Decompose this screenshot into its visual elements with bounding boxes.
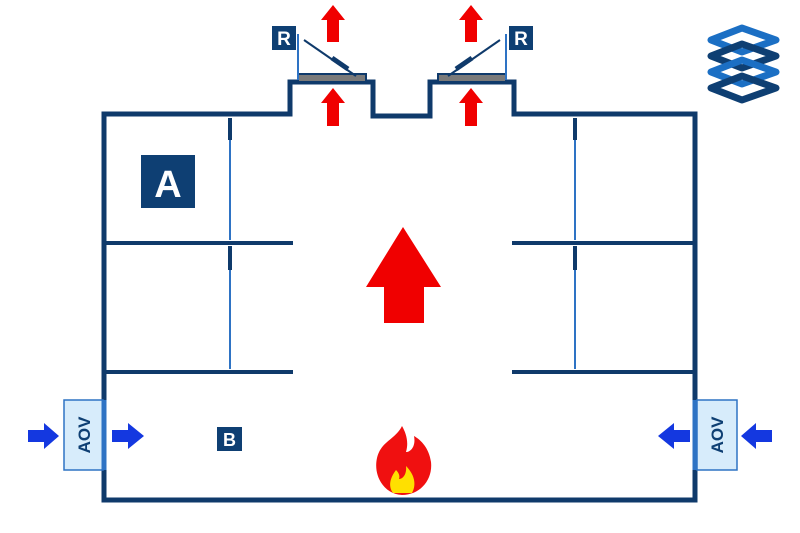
zone-a-label: A [141,155,195,208]
right-arrow-icon [112,423,144,449]
svg-text:AOV: AOV [708,416,727,454]
air-inlet-arrows [28,423,772,449]
svg-text:R: R [277,29,291,50]
left-interior-walls [104,241,293,374]
aov-left: AOV [63,399,107,471]
up-arrow-icon [459,88,483,126]
up-arrow-icon [366,227,441,323]
svg-text:R: R [514,29,528,50]
svg-text:B: B [223,430,236,450]
roof-vent-right [437,34,507,83]
right-interior-walls [512,241,695,374]
right-arrow-icon [28,423,59,449]
vent-label-right: R [509,26,533,50]
up-arrow-icon [321,5,345,42]
roof-vent-left [297,34,367,83]
left-arrow-icon [741,423,772,449]
up-arrow-icon [321,88,345,126]
stacked-s-logo-icon [707,24,780,104]
aov-right: AOV [692,399,738,471]
left-arrow-icon [658,423,690,449]
vent-label-left: R [272,26,296,50]
up-arrow-icon [459,5,483,42]
zone-b-label: B [217,427,242,451]
svg-text:A: A [154,164,181,206]
smoke-exhaust-arrows [321,5,483,126]
svg-text:AOV: AOV [75,416,94,454]
building-outline [101,79,698,503]
fire-icon [376,426,432,495]
